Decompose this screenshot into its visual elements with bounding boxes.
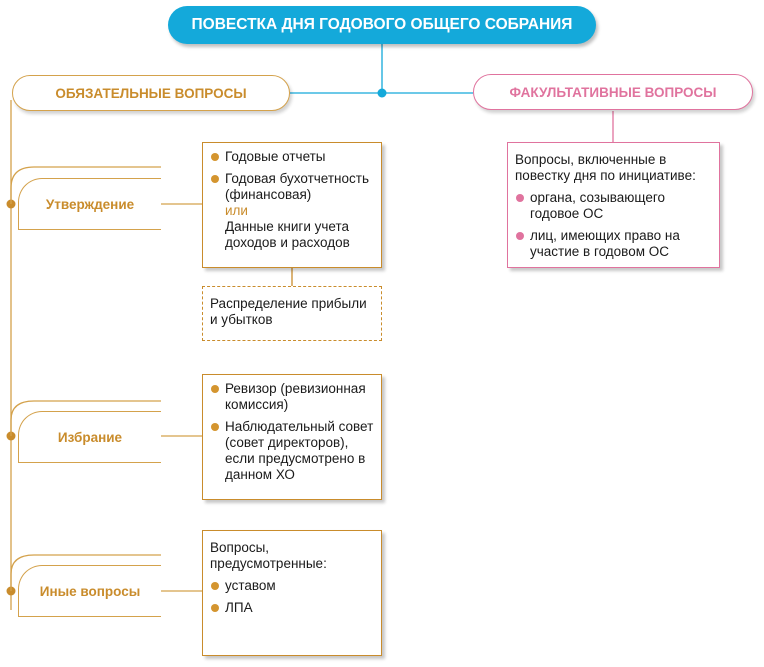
list-item: ЛПА <box>210 600 375 616</box>
bullet-icon <box>211 423 219 431</box>
list-item: Годовая бухотчетность (финансовая) <box>210 171 375 203</box>
category-arc-3 <box>10 554 161 591</box>
alternative-block: или Данные книги учета доходов и расходо… <box>210 203 375 251</box>
bullet-icon <box>211 604 219 612</box>
other-intro: Вопросы, предусмотренные: <box>210 540 327 571</box>
list-item: Ревизор (ревизионная комиссия) <box>210 381 375 413</box>
list-item: лиц, имеющих право на участие в годовом … <box>515 228 713 260</box>
optional-questions-header: ФАКУЛЬТАТИВНЫЕ ВОПРОСЫ <box>473 74 753 110</box>
category-arc-2 <box>10 400 161 436</box>
category-election: Избрание <box>18 411 161 463</box>
optional-intro: Вопросы, включенные в повестку дня по ин… <box>515 152 696 183</box>
bullet-icon <box>211 175 219 183</box>
page-title: ПОВЕСТКА ДНЯ ГОДОВОГО ОБЩЕГО СОБРАНИЯ <box>168 6 596 44</box>
or-label: или <box>225 203 248 218</box>
mandatory-questions-header: ОБЯЗАТЕЛЬНЫЕ ВОПРОСЫ <box>12 75 290 111</box>
category-approval: Утверждение <box>18 178 161 230</box>
bullet-icon <box>211 582 219 590</box>
list-item: органа, созывающего годовое ОС <box>515 190 713 222</box>
bullet-icon <box>516 232 524 240</box>
profit-distribution-box: Распределение прибыли и убытков <box>202 286 382 341</box>
alternative-text: Данные книги учета доходов и расходов <box>225 219 350 250</box>
category-arc-1 <box>10 166 161 204</box>
list-item: Годовые отчеты <box>210 149 375 165</box>
category-other: Иные вопросы <box>18 565 161 617</box>
approval-box: Годовые отчеты Годовая бухотчетность (фи… <box>202 142 382 268</box>
bullet-icon <box>211 153 219 161</box>
bullet-icon <box>211 385 219 393</box>
list-item: Наблюдательный совет (совет директоров),… <box>210 419 375 483</box>
junction-dot <box>377 88 387 98</box>
list-item: уставом <box>210 578 375 594</box>
other-questions-box: Вопросы, предусмотренные: уставом ЛПА <box>202 530 382 656</box>
optional-questions-box: Вопросы, включенные в повестку дня по ин… <box>507 142 720 268</box>
bullet-icon <box>516 194 524 202</box>
election-box: Ревизор (ревизионная комиссия) Наблюдате… <box>202 374 382 500</box>
